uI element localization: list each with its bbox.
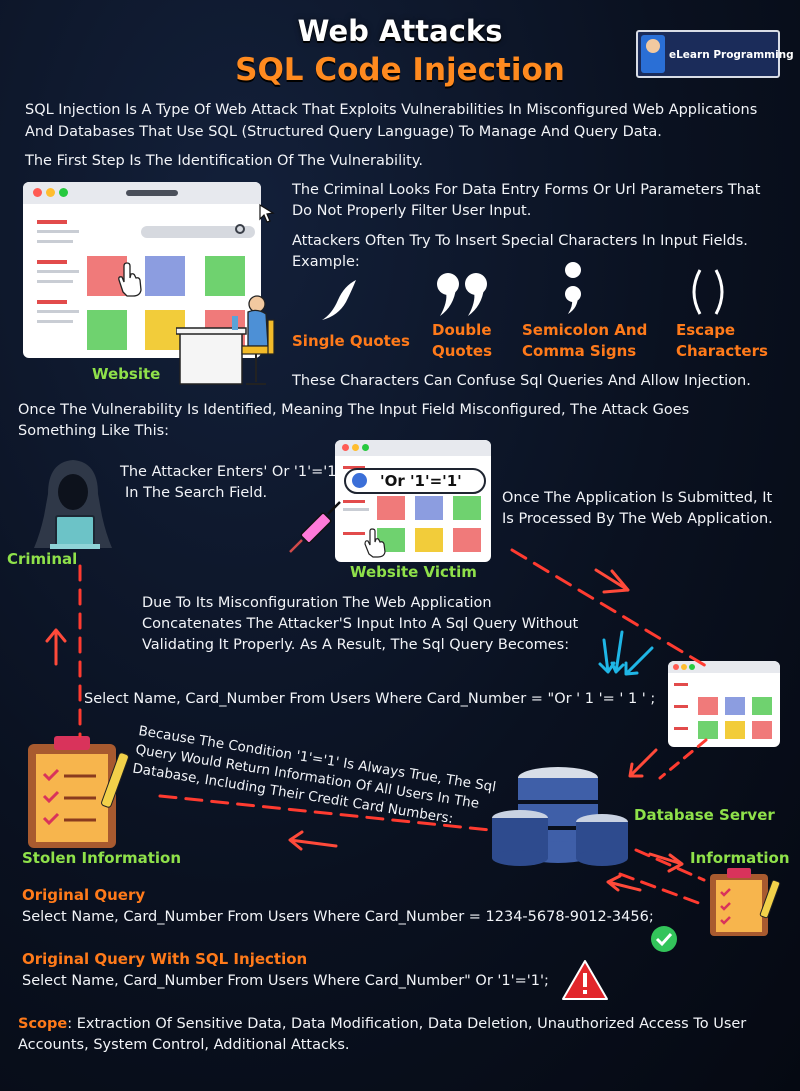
hacker-icon [34,460,112,549]
semicolon-icon [565,262,581,314]
victim-label: Website Victim [350,563,477,581]
attack-intro-line-2: Something Like This: [18,423,170,439]
char-label-single-quotes: Single Quotes [292,332,410,350]
website-label: Website [92,365,161,383]
original-query-text: Select Name, Card_Number From Users Wher… [22,909,654,925]
logo-text: eLearn Programming [669,49,794,61]
scope-line-1: Scope: Extraction Of Sensitive Data, Dat… [18,1014,746,1035]
char-label-double-2: Quotes [432,342,493,360]
char-label-escape-2: Characters [676,342,768,360]
attackers-try-line-1: Attackers Often Try To Insert Special Ch… [292,233,748,249]
parentheses-icon [692,269,724,315]
scope-label: Scope [18,1016,68,1032]
attacker-enters-line-2: In The Search Field. [125,485,268,501]
attacker-enters-line-1: The Attacker Enters' Or '1'='1' [120,464,341,480]
criminal-looks-line-1: The Criminal Looks For Data Entry Forms … [292,182,761,198]
check-icon [651,926,677,952]
person-at-desk-icon [176,295,275,385]
submitted-line-1: Once The Application Is Submitted, It [502,490,773,506]
scope-text-1: : Extraction Of Sensitive Data, Data Mod… [67,1016,747,1032]
hand-icon [364,528,386,558]
concat-line-3: Validating It Properly. As A Result, The… [142,637,570,653]
query-result: Select Name, Card_Number From Users Wher… [84,691,656,707]
search-icon [235,224,245,234]
injection-search-field: 'Or '1'='1' [344,468,486,494]
database-icon [492,767,628,866]
information-label: Information [690,849,790,867]
page-subtitle: SQL Code Injection [235,52,565,88]
submitted-line-2: Is Processed By The Web Application. [502,511,773,527]
page-title: Web Attacks [297,14,503,48]
intro-step-one: The First Step Is The Identification Of … [25,153,423,169]
single-quote-icon [322,280,356,320]
confuse-text: These Characters Can Confuse Sql Queries… [292,373,751,389]
concat-line-1: Due To Its Misconfiguration The Web Appl… [142,595,492,611]
warning-icon [562,960,608,1000]
char-label-semicolon-2: Comma Signs [522,342,637,360]
char-label-escape-1: Escape [676,321,736,339]
clipboard-icon [28,736,129,848]
injected-query-text: Select Name, Card_Number From Users Wher… [22,973,549,989]
concat-line-2: Concatenates The Attacker'S Input Into A… [142,616,579,632]
intro-line-2: And Databases That Use SQL (Structured Q… [25,124,662,140]
intro-line-1: SQL Injection Is A Type Of Web Attack Th… [25,102,758,118]
browser-icon [668,661,780,747]
criminal-looks-line-2: Do Not Properly Filter User Input. [292,203,532,219]
criminal-label: Criminal [7,550,78,568]
char-label-double-1: Double [432,321,492,339]
scope-line-2: Accounts, System Control, Additional Att… [18,1037,350,1053]
because-text: Because The Condition '1'='1' Is Always … [131,722,505,836]
db-server-label: Database Server [634,806,775,824]
logo-icon: eLearn Programming [636,30,794,78]
search-icon [352,473,367,488]
double-quote-icon [437,273,487,316]
syringe-icon [289,501,341,553]
browser-icon [335,440,491,562]
original-query-title: Original Query [22,886,146,904]
cyan-arrows [598,630,654,676]
hand-icon [118,262,142,297]
stolen-info-label: Stolen Information [22,849,182,867]
injected-query-title: Original Query With SQL Injection [22,950,308,968]
clipboard-icon [710,868,781,936]
attack-intro-line-1: Once The Vulnerability Is Identified, Me… [18,402,690,418]
search-field-value: 'Or '1'='1' [380,472,462,490]
char-label-semicolon-1: Semicolon And [522,321,648,339]
cursor-icon [259,203,275,223]
attackers-try-line-2: Example: [292,254,360,270]
